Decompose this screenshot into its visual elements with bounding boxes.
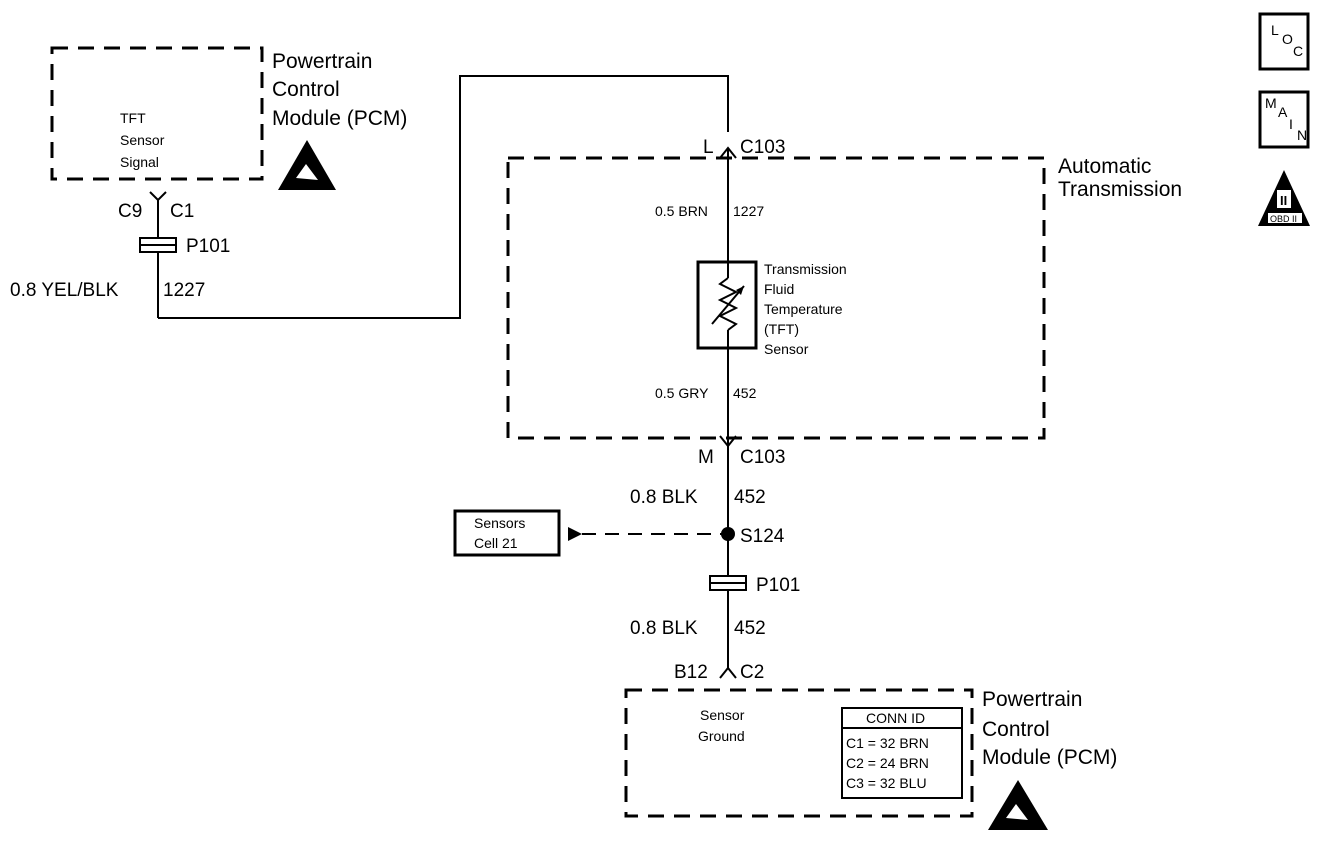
bottom-passthrough-label: P101 xyxy=(756,575,800,596)
conn-table-header: CONN ID xyxy=(866,710,925,726)
ground-wire2-circuit: 452 xyxy=(734,618,766,639)
sensor-label-line1: Transmission xyxy=(764,261,847,277)
ground-wire2-size-color: 0.8 BLK xyxy=(630,618,698,639)
ground-wire1-circuit: 452 xyxy=(734,487,766,508)
pcm-top-boundary xyxy=(50,46,264,181)
pcm-bottom-title-line3: Module (PCM) xyxy=(982,746,1117,769)
conn-table-row1: C1 = 32 BRN xyxy=(846,735,929,751)
loc-letter-2: O xyxy=(1282,31,1293,47)
bottom-connector-id: C103 xyxy=(740,447,785,468)
top-connector-id: C103 xyxy=(740,137,785,158)
pcm-top-title-line3: Module (PCM) xyxy=(272,107,407,130)
left-connector-pin: C9 xyxy=(118,201,142,222)
bottom-connector-pin: M xyxy=(698,447,714,468)
sensor-label-line3: Temperature xyxy=(764,301,843,317)
main-button[interactable]: M A I N xyxy=(1258,90,1310,149)
reference-arrow-icon xyxy=(568,527,582,541)
transmission-boundary xyxy=(506,156,1046,440)
pcm-bottom-signal-line2: Ground xyxy=(698,728,745,744)
pcm-top-signal-line3: Signal xyxy=(120,154,159,170)
pcm-top-title-line2: Control xyxy=(272,78,340,101)
obd-ii-button[interactable]: II OBD II xyxy=(1258,170,1310,226)
bottom-wire-circuit: 452 xyxy=(733,385,757,401)
main-letter-4: N xyxy=(1297,127,1307,143)
left-wire-size-color: 0.8 YEL/BLK xyxy=(10,280,119,301)
conn-table-row2: C2 = 24 BRN xyxy=(846,755,929,771)
tft-sensor-thermistor-icon xyxy=(696,260,758,350)
pcm-bottom-signal-line1: Sensor xyxy=(700,707,745,723)
pcm-top-signal-line2: Sensor xyxy=(120,132,165,148)
loc-letter-1: L xyxy=(1271,22,1279,38)
top-wire-circuit: 1227 xyxy=(733,203,764,219)
top-connector-pin: L xyxy=(703,137,714,158)
ground-wire1-size-color: 0.8 BLK xyxy=(630,487,698,508)
top-wire-size-color: 0.5 BRN xyxy=(655,203,708,219)
left-passthrough-p101 xyxy=(139,237,177,253)
transmission-title-line1: Automatic xyxy=(1058,155,1151,178)
esd-warning-icon-bottom xyxy=(988,780,1048,830)
pcm-top-title-line1: Powertrain xyxy=(272,50,372,73)
ground-connector-id: C2 xyxy=(740,662,764,683)
left-passthrough-label: P101 xyxy=(186,236,230,257)
ref-box-line1: Sensors xyxy=(474,515,525,531)
conn-table-row3: C3 = 32 BLU xyxy=(846,775,927,791)
main-letter-1: M xyxy=(1265,95,1277,111)
sensors-cell-21-link[interactable]: Sensors Cell 21 xyxy=(453,509,561,557)
sensor-label-line5: Sensor xyxy=(764,341,809,357)
loc-letter-3: C xyxy=(1293,43,1303,59)
esd-warning-icon xyxy=(278,140,336,190)
sensor-label-line2: Fluid xyxy=(764,281,794,297)
left-wire-circuit: 1227 xyxy=(163,280,205,301)
obd-label: OBD II xyxy=(1270,214,1297,224)
conn-id-table: CONN ID C1 = 32 BRN C2 = 24 BRN C3 = 32 … xyxy=(841,707,963,799)
sensor-label-line4: (TFT) xyxy=(764,321,799,337)
ground-connector-c2 xyxy=(719,666,737,679)
ref-box-line2: Cell 21 xyxy=(474,535,518,551)
main-letter-2: A xyxy=(1278,104,1288,120)
wire-1227-route xyxy=(158,75,729,319)
transmission-title-line2: Transmission xyxy=(1058,178,1182,201)
pcm-top-signal-line1: TFT xyxy=(120,110,146,126)
ground-connector-pin: B12 xyxy=(674,662,708,683)
left-connector-c1 xyxy=(149,191,167,202)
bottom-wire-size-color: 0.5 GRY xyxy=(655,385,709,401)
splice-s124 xyxy=(721,527,735,541)
loc-button[interactable]: L O C xyxy=(1258,12,1310,71)
left-connector-id: C1 xyxy=(170,201,194,222)
splice-label: S124 xyxy=(740,526,785,547)
main-letter-3: I xyxy=(1289,116,1293,132)
bottom-passthrough-p101 xyxy=(709,575,747,591)
obd-numeral: II xyxy=(1280,193,1287,208)
pcm-bottom-title-line1: Powertrain xyxy=(982,688,1082,711)
pcm-bottom-title-line2: Control xyxy=(982,718,1050,741)
